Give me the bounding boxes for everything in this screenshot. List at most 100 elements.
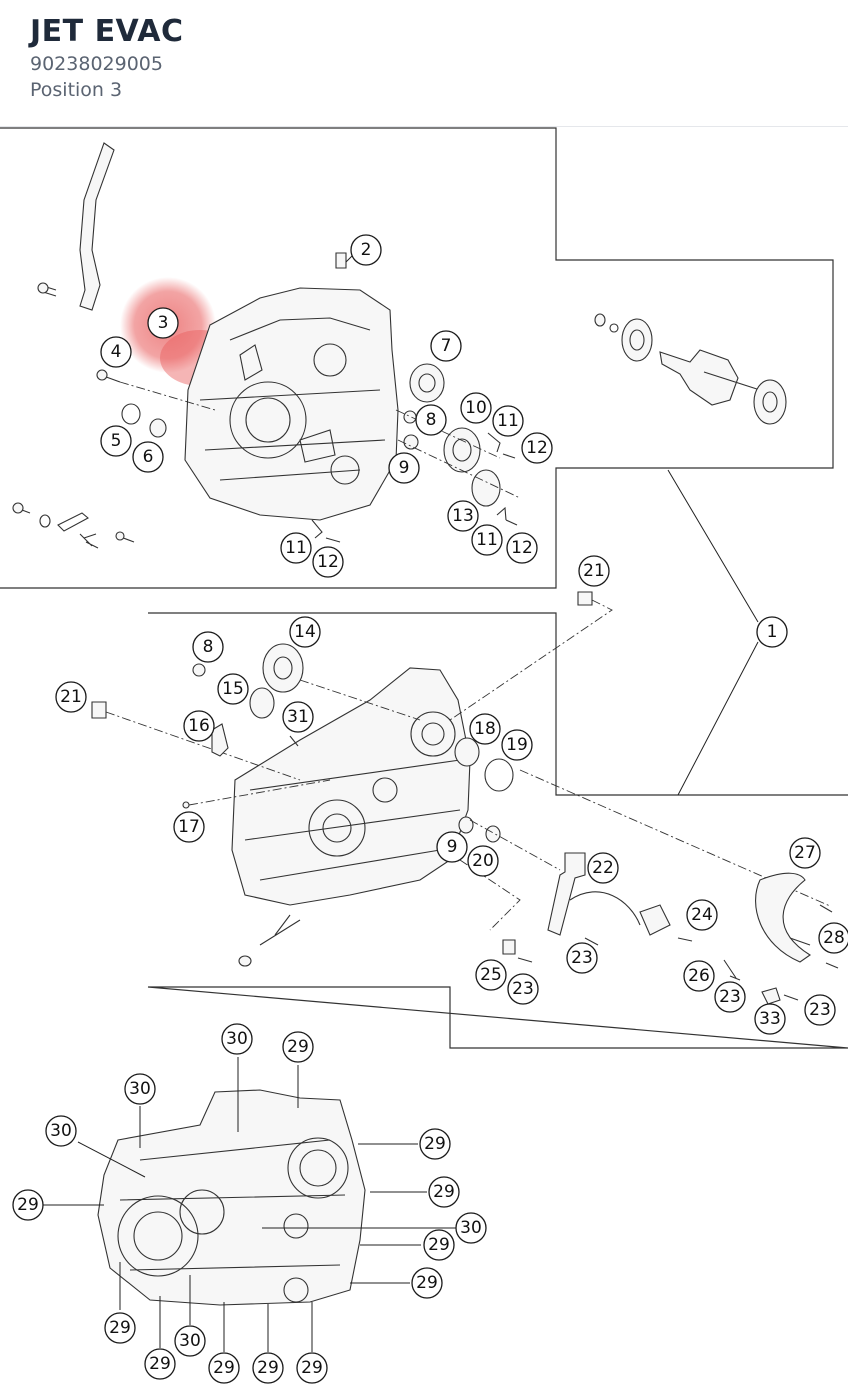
svg-text:12: 12 <box>526 438 548 458</box>
svg-text:8: 8 <box>203 637 214 657</box>
svg-text:4: 4 <box>111 342 122 362</box>
callout-29[interactable]: 29 <box>296 1352 328 1384</box>
sleeve-8b <box>192 663 206 677</box>
callout-16[interactable]: 16 <box>183 710 215 742</box>
svg-text:30: 30 <box>129 1079 151 1099</box>
page-header: JET EVAC 90238029005 Position 3 <box>0 0 848 127</box>
callout-29[interactable]: 29 <box>12 1189 44 1221</box>
callout-6[interactable]: 6 <box>132 441 164 473</box>
svg-text:29: 29 <box>433 1182 455 1202</box>
svg-text:21: 21 <box>583 561 605 581</box>
screw-12 <box>502 453 516 459</box>
seal-6 <box>149 418 167 438</box>
dowel-21b <box>91 701 107 719</box>
callout-15[interactable]: 15 <box>217 673 249 705</box>
callout-29[interactable]: 29 <box>144 1348 176 1380</box>
callout-18[interactable]: 18 <box>469 713 501 745</box>
callout-29[interactable]: 29 <box>423 1229 455 1261</box>
callout-30[interactable]: 30 <box>221 1023 253 1055</box>
svg-text:6: 6 <box>143 447 154 467</box>
svg-text:9: 9 <box>399 458 410 478</box>
svg-text:19: 19 <box>506 735 528 755</box>
svg-text:26: 26 <box>688 966 710 986</box>
seal-20 <box>485 825 501 843</box>
part-25 <box>502 939 516 955</box>
callout-5[interactable]: 5 <box>100 425 132 457</box>
callout-28[interactable]: 28 <box>818 922 848 954</box>
svg-text:23: 23 <box>809 1000 831 1020</box>
callout-7[interactable]: 7 <box>430 330 462 362</box>
callout-8[interactable]: 8 <box>192 631 224 663</box>
callout-31[interactable]: 31 <box>282 701 314 733</box>
callout-26[interactable]: 26 <box>683 960 715 992</box>
callout-30[interactable]: 30 <box>455 1212 487 1244</box>
ball-17 <box>182 801 190 809</box>
callout-29[interactable]: 29 <box>428 1176 460 1208</box>
svg-text:14: 14 <box>294 622 316 642</box>
callout-29[interactable]: 29 <box>208 1352 240 1384</box>
svg-text:12: 12 <box>511 538 533 558</box>
callout-21[interactable]: 21 <box>55 681 87 713</box>
callout-23[interactable]: 23 <box>804 994 836 1026</box>
svg-text:30: 30 <box>226 1029 248 1049</box>
callout-30[interactable]: 30 <box>124 1073 156 1105</box>
leader-1 <box>667 469 759 796</box>
svg-text:29: 29 <box>287 1037 309 1057</box>
callout-11[interactable]: 11 <box>280 532 312 564</box>
callout-12[interactable]: 12 <box>312 546 344 578</box>
callout-8[interactable]: 8 <box>415 404 447 436</box>
callout-29[interactable]: 29 <box>419 1128 451 1160</box>
svg-text:23: 23 <box>719 987 741 1007</box>
svg-text:30: 30 <box>179 1331 201 1351</box>
callout-11[interactable]: 11 <box>492 405 524 437</box>
svg-text:21: 21 <box>60 687 82 707</box>
callout-17[interactable]: 17 <box>173 811 205 843</box>
oring-5 <box>121 403 141 425</box>
middle-frame <box>147 612 848 1049</box>
svg-text:29: 29 <box>213 1358 235 1378</box>
callout-23[interactable]: 23 <box>507 973 539 1005</box>
callout-24[interactable]: 24 <box>686 899 718 931</box>
callout-9[interactable]: 9 <box>388 452 420 484</box>
callout-20[interactable]: 20 <box>467 845 499 877</box>
svg-text:30: 30 <box>50 1121 72 1141</box>
callout-9[interactable]: 9 <box>436 831 468 863</box>
callout-23[interactable]: 23 <box>714 981 746 1013</box>
callout-2[interactable]: 2 <box>350 234 382 266</box>
callout-10[interactable]: 10 <box>460 392 492 424</box>
callout-30[interactable]: 30 <box>45 1115 77 1147</box>
callout-29[interactable]: 29 <box>282 1031 314 1063</box>
callout-27[interactable]: 27 <box>789 837 821 869</box>
callout-14[interactable]: 14 <box>289 616 321 648</box>
callout-4[interactable]: 4 <box>100 336 132 368</box>
part-33 <box>761 987 781 1005</box>
sensor-22 <box>547 852 586 936</box>
callout-1[interactable]: 1 <box>756 616 788 648</box>
lower-leaders <box>40 1057 468 1352</box>
callout-23[interactable]: 23 <box>566 942 598 974</box>
callout-30[interactable]: 30 <box>174 1325 206 1357</box>
cover-27 <box>755 872 811 963</box>
callout-3[interactable]: 3 <box>147 307 179 339</box>
sleeve-9 <box>403 434 419 450</box>
callout-25[interactable]: 25 <box>475 959 507 991</box>
callout-22[interactable]: 22 <box>587 852 619 884</box>
callout-21[interactable]: 21 <box>578 555 610 587</box>
svg-text:29: 29 <box>301 1358 323 1378</box>
callout-11[interactable]: 11 <box>471 524 503 556</box>
callout-29[interactable]: 29 <box>411 1267 443 1299</box>
sleeve-9b <box>458 816 474 834</box>
callout-12[interactable]: 12 <box>506 532 538 564</box>
callout-29[interactable]: 29 <box>104 1312 136 1344</box>
callout-12[interactable]: 12 <box>521 432 553 464</box>
callout-19[interactable]: 19 <box>501 729 533 761</box>
seal-18 <box>454 737 480 767</box>
upper-frame <box>0 127 834 589</box>
svg-text:11: 11 <box>497 411 519 431</box>
callout-29[interactable]: 29 <box>252 1352 284 1384</box>
pin-26 <box>723 959 737 979</box>
callout-13[interactable]: 13 <box>447 500 479 532</box>
svg-text:29: 29 <box>17 1195 39 1215</box>
callout-33[interactable]: 33 <box>754 1003 786 1035</box>
